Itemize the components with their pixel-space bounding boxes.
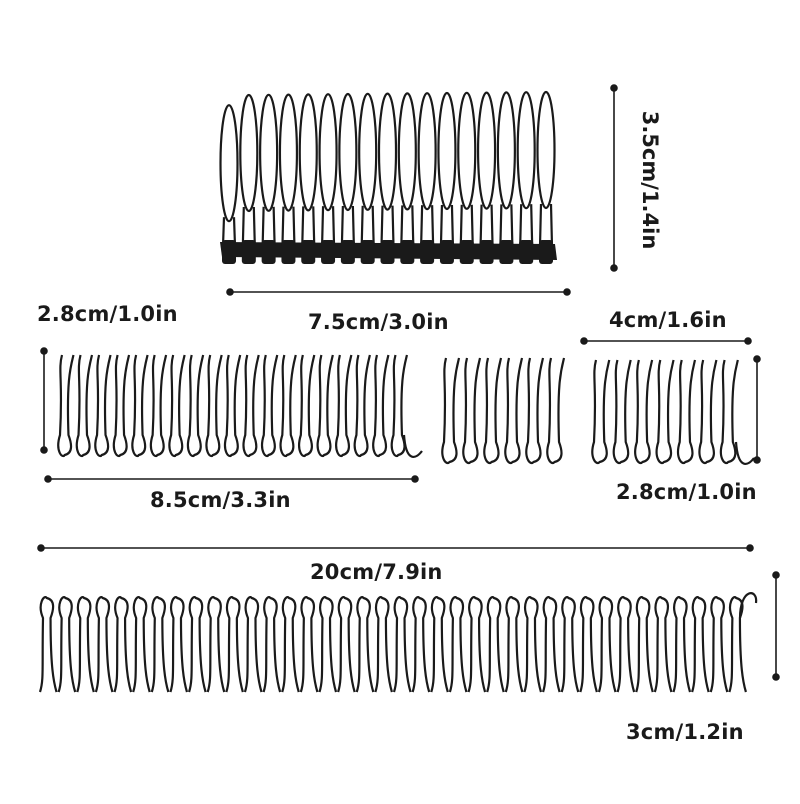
- wire-teeth: [38, 596, 747, 693]
- small-comb-height-line: [753, 355, 761, 464]
- comb-tooth: [278, 93, 299, 264]
- comb-tooth: [219, 104, 239, 264]
- long-comb-width-line: [37, 544, 754, 552]
- comb-tooth: [377, 92, 398, 264]
- comb-tooth: [338, 92, 358, 264]
- comb-tooth: [358, 92, 378, 264]
- long-comb-height-line: [772, 571, 780, 681]
- wire-hook: [402, 434, 423, 458]
- comb-tooth: [239, 93, 259, 264]
- wire-comb-small-a: [441, 357, 566, 465]
- small-comb-height-label: 2.8cm/1.0in: [616, 480, 757, 504]
- wire-teeth: [591, 359, 739, 465]
- large-comb-width-line: [226, 288, 571, 296]
- wire-hook: [734, 441, 755, 465]
- long-comb-width-label: 20cm/7.9in: [310, 560, 443, 584]
- small-comb-width-label: 4cm/1.6in: [609, 308, 727, 332]
- comb-tooth: [516, 91, 536, 264]
- large-comb-height-label: 3.5cm/1.4in: [638, 110, 662, 250]
- medium-comb-height-label: 2.8cm/1.0in: [37, 302, 178, 326]
- large-comb-height-line: [610, 84, 618, 272]
- comb-tooth: [397, 92, 417, 264]
- comb-tooth: [536, 90, 556, 264]
- large-comb-width-label: 7.5cm/3.0in: [308, 310, 449, 334]
- large-plastic-comb: [219, 90, 557, 264]
- long-comb-height-label: 3cm/1.2in: [626, 720, 744, 744]
- wire-hook: [738, 592, 758, 619]
- comb-tooth: [417, 92, 437, 264]
- wire-comb-medium: [57, 354, 423, 458]
- comb-tooth: [318, 93, 338, 264]
- comb-tooth: [476, 91, 497, 264]
- comb-tooth: [259, 93, 279, 264]
- wire-teeth: [57, 354, 409, 458]
- medium-comb-height-line: [40, 347, 48, 454]
- comb-tooth: [298, 93, 318, 264]
- small-comb-width-line: [580, 337, 752, 345]
- comb-tooth: [437, 91, 457, 264]
- comb-tooth: [457, 91, 477, 264]
- wire-comb-long: [38, 592, 758, 693]
- medium-comb-width-line: [44, 475, 419, 483]
- wire-teeth: [441, 357, 566, 465]
- comb-tooth: [496, 91, 516, 264]
- wire-comb-small-b: [591, 359, 755, 465]
- medium-comb-width-label: 8.5cm/3.3in: [150, 488, 291, 512]
